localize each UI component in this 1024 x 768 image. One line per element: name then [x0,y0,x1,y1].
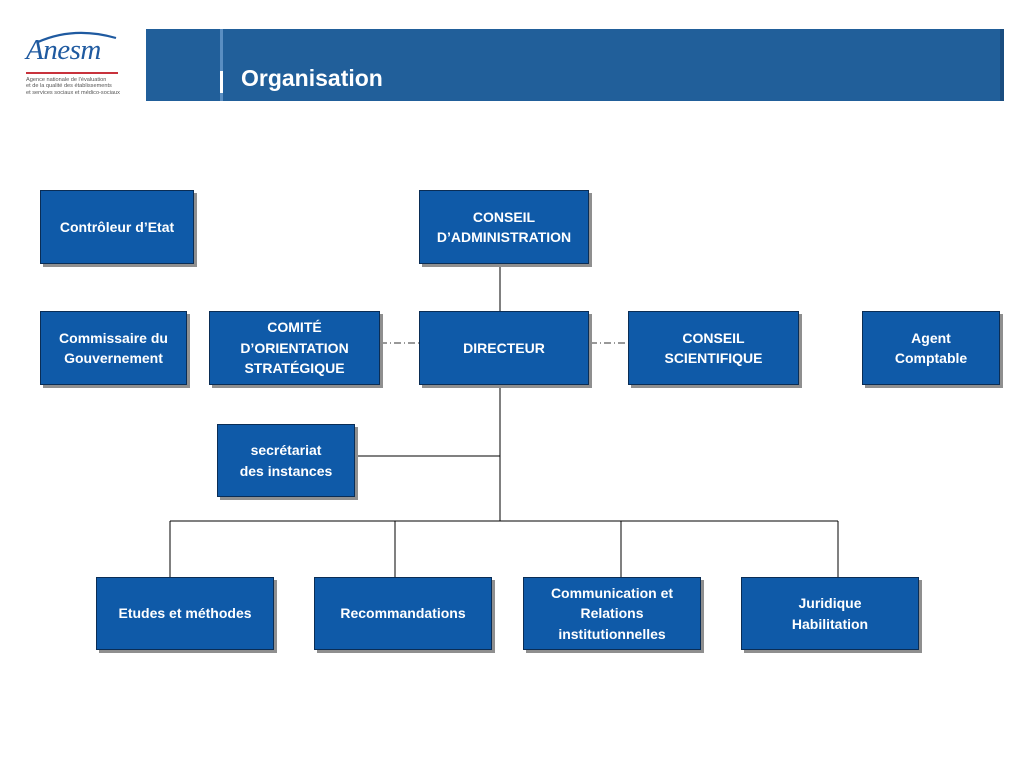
logo-tagline-line: et services sociaux et médico-sociaux [26,89,120,96]
logo-wordmark: Anesm [26,34,101,66]
box-label: CONSEIL D’ADMINISTRATION [437,207,571,248]
box-label-line: Recommandations [340,605,466,622]
header-title-marker [220,71,223,93]
box-agent-comptable[interactable]: Agent Comptable [862,311,1000,385]
box-label-line: CONSEIL [682,329,745,346]
box-label-line: Communication et [550,584,674,601]
box-label-line: D’ORIENTATION [240,339,349,356]
box-label: CONSEIL SCIENTIFIQUE [664,328,762,369]
box-label: Recommandations [340,603,465,624]
box-secretariat-instances[interactable]: secrétariat des instances [217,424,355,497]
box-label-line: Commissaire du [59,329,168,346]
box-label: Agent Comptable [895,328,967,369]
header-bar: Organisation [146,29,1004,101]
box-label-line: Juridique [798,595,862,611]
box-juridique-habilitation[interactable]: Juridique Habilitation [741,577,919,650]
box-label: Juridique Habilitation [792,593,868,634]
box-label: secrétariat des instances [240,440,333,481]
header-edge [1000,29,1004,101]
box-label: Etudes et méthodes [118,603,251,624]
box-label: Commissaire du Gouvernement [59,328,168,369]
box-commissaire-gouvernement[interactable]: Commissaire du Gouvernement [40,311,187,385]
box-label-line: CONSEIL [472,208,536,225]
box-recommandations[interactable]: Recommandations [314,577,492,650]
box-label: COMITÉ D’ORIENTATION STRATÉGIQUE [240,317,348,379]
box-etudes-methodes[interactable]: Etudes et méthodes [96,577,274,650]
box-communication-relations[interactable]: Communication et Relations institutionne… [523,577,701,650]
page-title: Organisation [241,65,383,91]
box-label: Contrôleur d’Etat [60,217,174,238]
logo-tagline: Agence nationale de l'évaluation et de l… [26,77,126,96]
logo-divider [26,72,118,74]
box-label-line: Gouvernement [64,350,163,366]
box-label-line: Comptable [894,350,968,366]
box-label-line: Habilitation [791,615,869,632]
box-label: Communication et Relations institutionne… [551,583,673,645]
box-label-line: D’ADMINISTRATION [436,229,572,245]
box-label-line: Relations [580,605,644,622]
box-label-line: STRATÉGIQUE [244,360,345,377]
logo-tagline-line: Agence nationale de l'évaluation [26,77,107,83]
box-label-line: secrétariat [250,442,322,458]
header-separator [220,29,223,101]
box-label: DIRECTEUR [463,338,545,359]
box-controleur-etat[interactable]: Contrôleur d’Etat [40,190,194,264]
anesm-logo: Anesm Agence nationale de l'évaluation e… [24,28,124,108]
box-conseil-scientifique[interactable]: CONSEIL SCIENTIFIQUE [628,311,799,385]
box-conseil-administration[interactable]: CONSEIL D’ADMINISTRATION [419,190,589,264]
logo-swoosh-icon [37,31,117,44]
box-label-line: SCIENTIFIQUE [664,350,763,366]
box-label-line: Contrôleur d’Etat [59,218,175,235]
logo-tagline-line: et de la qualité des établissements [26,83,112,90]
box-label-line: COMITÉ [267,319,322,336]
box-directeur[interactable]: DIRECTEUR [419,311,589,385]
box-label-line: institutionnelles [558,625,666,642]
box-label-line: DIRECTEUR [463,339,545,356]
box-label-line: Etudes et méthodes [118,605,252,622]
box-label-line: Agent [911,329,951,346]
box-comite-orientation[interactable]: COMITÉ D’ORIENTATION STRATÉGIQUE [209,311,380,385]
box-label-line: des instances [239,462,333,479]
